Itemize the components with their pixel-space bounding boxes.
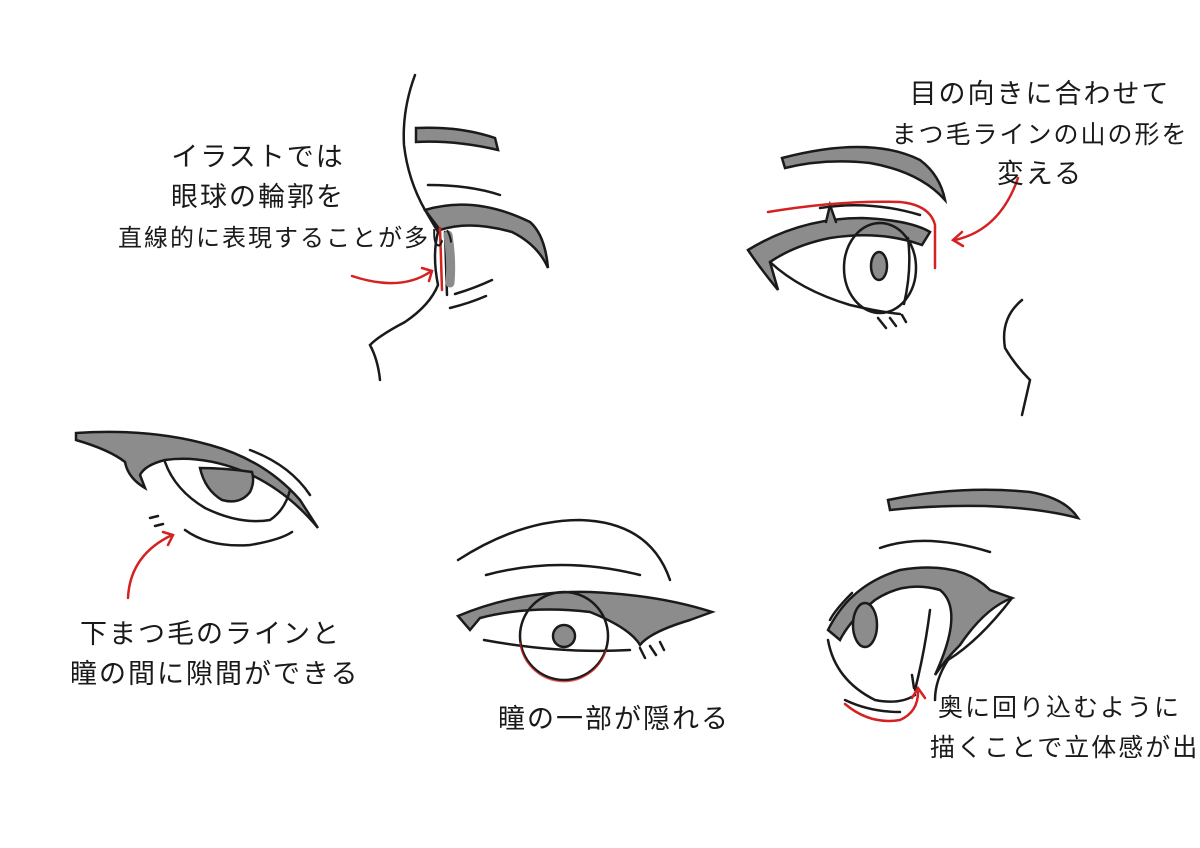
profile-eye-illustration: [368, 73, 550, 382]
front-eye-illustration: [455, 518, 716, 682]
depth-eye-red-markup: [843, 685, 927, 723]
note-line: まつ毛ラインの山の形を: [891, 120, 1189, 149]
note-line: 変える: [996, 159, 1084, 190]
note-profile-eye: イラストでは 眼球の輪郭を 直線的に表現することが多い: [118, 138, 456, 258]
gaze-eye-red-markup: [766, 176, 1020, 270]
note-line: 瞳の間に隙間ができる: [70, 659, 360, 690]
note-line: 直線的に表現することが多い: [118, 224, 456, 252]
note-line: 眼球の輪郭を: [171, 182, 345, 213]
lower-lash-red-markup: [126, 530, 175, 600]
note-line: 描くことで立体感が出る: [930, 733, 1200, 762]
note-hidden-pupil: 瞳の一部が隠れる: [498, 700, 730, 740]
front-eye-red-markup: [519, 641, 607, 683]
note-line: 瞳の一部が隠れる: [498, 704, 730, 735]
note-gaze-eye: 目の向きに合わせて まつ毛ラインの山の形を 変える: [890, 75, 1190, 195]
note-line: イラストでは: [171, 142, 345, 173]
note-line: 下まつ毛のラインと: [80, 619, 341, 650]
note-lower-lash: 下まつ毛のラインと 瞳の間に隙間ができる: [70, 615, 359, 695]
depth-eye-illustration: [826, 488, 1081, 714]
profile-eye-red-markup: [350, 226, 444, 292]
note-line: 目の向きに合わせて: [909, 79, 1171, 110]
note-line: 奥に回り込むように: [938, 693, 1182, 722]
note-depth: 奥に回り込むように 描くことで立体感が出る: [930, 688, 1200, 768]
gaze-eye-illustration: [746, 145, 1032, 417]
lower-lash-eye-illustration: [74, 430, 320, 547]
